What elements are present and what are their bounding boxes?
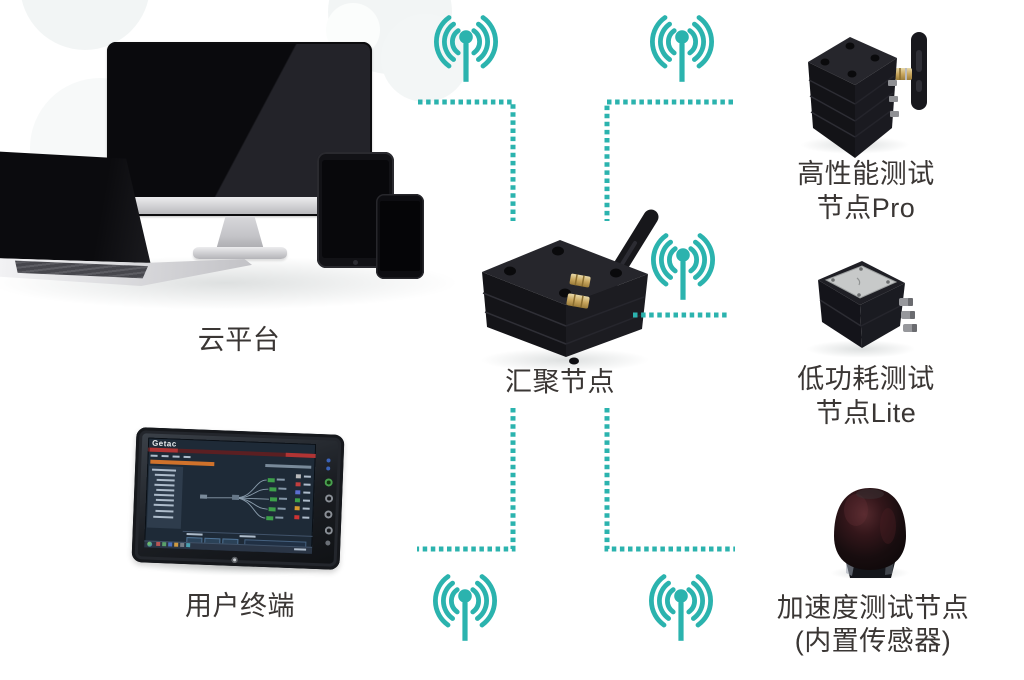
pro-antenna-slot bbox=[916, 50, 922, 72]
screw-hole bbox=[552, 246, 564, 256]
laptop-screen bbox=[0, 151, 151, 263]
hub-node-label: 汇聚节点 bbox=[505, 367, 615, 397]
tablet-side-button bbox=[324, 494, 334, 503]
laptop-keys bbox=[15, 260, 148, 279]
lite-node-label-line1: 低功耗测试 bbox=[797, 364, 935, 394]
legend-swatch bbox=[294, 515, 300, 520]
tablet-side-button bbox=[324, 526, 333, 535]
pro-antenna-slot bbox=[916, 80, 922, 92]
sma-connector bbox=[895, 68, 912, 80]
topology-graph bbox=[199, 478, 288, 521]
accel-node-device bbox=[834, 488, 906, 578]
monitor-stand bbox=[216, 216, 264, 250]
monitor-stand-base bbox=[193, 247, 287, 259]
user-terminal-label: 用户终端 bbox=[185, 591, 295, 621]
legend-swatch bbox=[295, 482, 301, 487]
tablet-side-button bbox=[325, 540, 331, 546]
tablet-home-button bbox=[353, 260, 358, 265]
pro-node-label-line1: 高性能测试 bbox=[797, 159, 935, 189]
taskbar-icon bbox=[174, 542, 179, 547]
dotted-link-pro-to-hub bbox=[604, 99, 733, 221]
monitor-chin bbox=[109, 197, 370, 214]
taskbar-icon bbox=[168, 542, 173, 547]
plate-screw bbox=[831, 278, 835, 282]
screw-hole bbox=[845, 42, 855, 50]
hub-top-face bbox=[482, 240, 648, 305]
screw-hole bbox=[847, 70, 857, 78]
taskbar-icon bbox=[162, 542, 167, 547]
sma-connector bbox=[569, 273, 591, 288]
user-terminal-screen: Getac bbox=[144, 437, 317, 554]
screw-hole bbox=[820, 58, 830, 66]
lite-node-shadow bbox=[806, 340, 916, 358]
taskbar-icon bbox=[180, 542, 185, 547]
pro-side-connector bbox=[888, 80, 897, 86]
tablet-side-button bbox=[326, 466, 331, 471]
pro-right-face bbox=[855, 58, 897, 158]
pro-side-connector bbox=[889, 96, 898, 102]
screw-hole bbox=[504, 266, 516, 276]
tablet-camera-dot bbox=[231, 556, 238, 564]
pro-node-device bbox=[808, 32, 927, 158]
pro-node-label-line2: 节点Pro bbox=[816, 193, 916, 223]
cloud-platform-label: 云平台 bbox=[197, 325, 281, 355]
dotted-link-hub-to-accel bbox=[604, 408, 735, 552]
sma-connector bbox=[566, 293, 590, 309]
plate-screw bbox=[857, 293, 861, 297]
dotted-link-terminal-to-hub bbox=[417, 408, 516, 552]
screw-hole bbox=[610, 268, 622, 278]
user-terminal-device: Getac bbox=[131, 427, 345, 570]
sensor-dome bbox=[834, 488, 906, 570]
pro-side-connector bbox=[890, 111, 899, 117]
lite-node-device bbox=[818, 261, 917, 348]
plate-screw bbox=[859, 267, 863, 271]
tablet-side-button bbox=[326, 458, 331, 463]
plate-screw bbox=[886, 280, 890, 284]
hub-node-device bbox=[482, 209, 659, 365]
lite-node-label-line2: 节点Lite bbox=[815, 398, 917, 428]
tablet-side-button bbox=[324, 478, 333, 487]
lite-front-face bbox=[818, 280, 862, 348]
wifi-antenna-icon-accel bbox=[651, 577, 710, 641]
legend-swatch bbox=[294, 506, 300, 511]
taskbar-icon bbox=[156, 541, 161, 547]
tablet-side-button bbox=[324, 510, 333, 519]
accel-node-label-line1: 加速度测试节点 bbox=[776, 593, 970, 623]
dotted-link-cloud-to-hub bbox=[418, 99, 516, 221]
accel-node-label-line2: (内置传感器) bbox=[794, 626, 952, 656]
smartphone-device bbox=[376, 194, 424, 279]
smartphone-screen bbox=[380, 201, 420, 271]
background-circle bbox=[381, 14, 469, 102]
screw-hole bbox=[870, 54, 880, 62]
legend-swatch bbox=[295, 474, 301, 479]
wifi-antenna-icon-pro bbox=[652, 18, 711, 82]
pro-top-face bbox=[808, 37, 897, 85]
legend-swatch bbox=[295, 490, 301, 495]
taskbar-icon bbox=[186, 543, 191, 548]
wifi-antenna-icon-terminal bbox=[435, 577, 494, 641]
hub-side-nub bbox=[569, 357, 579, 365]
legend-swatch bbox=[294, 498, 301, 503]
